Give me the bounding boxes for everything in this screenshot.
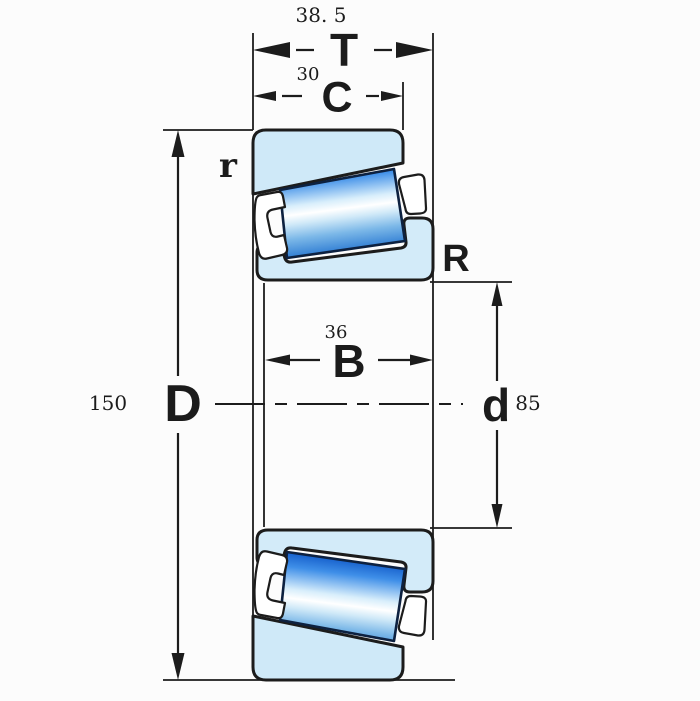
dim-value-C: 30 [296,64,320,85]
dim-label-R: R [442,238,470,280]
dim-label-r: r [219,146,237,186]
dim-label-C: C [321,73,353,122]
arrow-T-left [253,42,290,58]
outer-ring-top [251,128,405,196]
arrow-D-top [171,130,185,157]
dim-value-T: 38. 5 [295,3,347,27]
cage-big-end-top [397,173,428,216]
dim-label-T: T [329,24,359,76]
arrow-C-right [381,91,403,101]
bearing-assembly-bottom [251,528,435,682]
arrow-B-left [265,354,290,366]
arrow-D-bottom [171,653,185,680]
dim-label-D: D [164,375,202,433]
arrow-C-left [253,91,276,101]
arrow-T-right [396,42,433,58]
arrow-d-top [491,282,503,306]
arrow-d-bottom [491,504,503,528]
dim-label-d: d [481,379,511,431]
dim-label-B: B [332,335,366,387]
cage-small-end-bottom [253,550,289,620]
dimension-lines [171,42,503,680]
dim-value-D: 150 [88,391,128,415]
dim-value-d: 85 [515,391,541,415]
cage-small-end-top [253,190,289,260]
cage-big-end-bottom [397,594,428,637]
bearing-assembly-top [251,128,435,282]
outer-ring-bottom [251,614,405,682]
arrow-B-right [410,354,433,366]
dim-value-B: 36 [324,322,348,343]
